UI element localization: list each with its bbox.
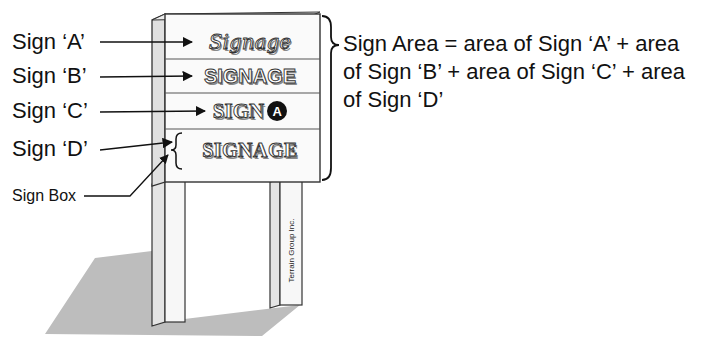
left-post xyxy=(165,180,185,322)
sign-box-bracket xyxy=(171,133,182,169)
part-label: Sign ‘C’ xyxy=(12,98,88,124)
note-text: Sign Area = area of Sign ‘A’ + area of S… xyxy=(343,30,698,114)
sign-text: SIGNAGE xyxy=(204,66,296,86)
sign-text: Signage xyxy=(209,32,291,52)
circle-badge: A xyxy=(267,101,287,121)
leader-arrow xyxy=(100,142,172,150)
part-label: Sign ‘B’ xyxy=(12,63,87,89)
part-label: Sign ‘D’ xyxy=(12,136,88,162)
leader-arrow xyxy=(100,76,192,77)
part-label: Sign Box xyxy=(12,187,76,205)
sign-board xyxy=(165,14,320,182)
sign-panel: SIGN A xyxy=(196,96,304,126)
post-side xyxy=(270,180,280,308)
watermark: Terrain Group Inc. xyxy=(287,218,296,282)
leader-arrow xyxy=(100,41,192,43)
sign-text: SIGN xyxy=(213,101,264,122)
sign-panel: Signage xyxy=(196,28,304,56)
row-divider xyxy=(165,93,320,94)
leader-line xyxy=(84,155,168,196)
sign-panel: SIGNAGE xyxy=(196,133,304,167)
sign-text: A xyxy=(272,105,281,118)
part-label: Sign ‘A’ xyxy=(12,29,85,55)
post-side xyxy=(152,180,165,326)
row-divider xyxy=(165,59,320,60)
leader-arrow xyxy=(100,111,205,112)
area-brace xyxy=(322,16,339,180)
row-divider xyxy=(165,129,320,130)
right-post xyxy=(280,180,302,305)
sign-panel: SIGNAGE xyxy=(196,62,304,90)
sign-text: SIGNAGE xyxy=(202,140,298,160)
